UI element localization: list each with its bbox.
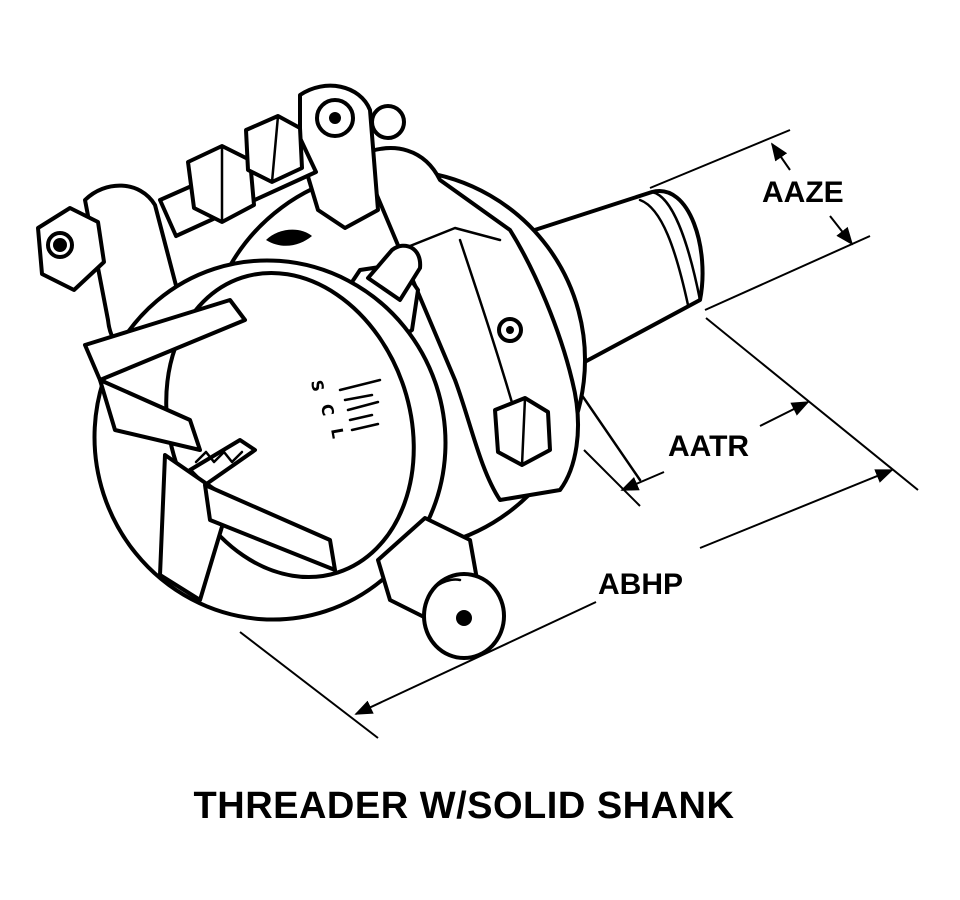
aaze-arrow-top — [770, 142, 791, 171]
label-abhp: ABHP — [598, 568, 683, 601]
abhp-arrow-right — [699, 469, 894, 549]
aaze-arrow-bottom — [829, 215, 854, 246]
adjusting-knob — [376, 516, 506, 660]
abhp-arrow-left — [354, 601, 597, 715]
front-face — [83, 258, 448, 622]
top-linkage — [36, 83, 380, 363]
dial-mark-l: L — [327, 427, 347, 440]
dial-mark-c: C — [317, 403, 338, 418]
diagram-title: THREADER W/SOLID SHANK — [194, 785, 735, 827]
label-aatr: AATR — [668, 430, 749, 463]
dial-scale: S C L — [307, 379, 382, 440]
aatr-arrow-right — [759, 401, 810, 427]
frame-plate — [358, 104, 580, 502]
label-aaze: AAZE — [762, 176, 844, 209]
dial-mark-s: S — [307, 379, 328, 394]
aatr-arrow-left — [620, 471, 665, 491]
dimension-lines — [239, 129, 919, 739]
